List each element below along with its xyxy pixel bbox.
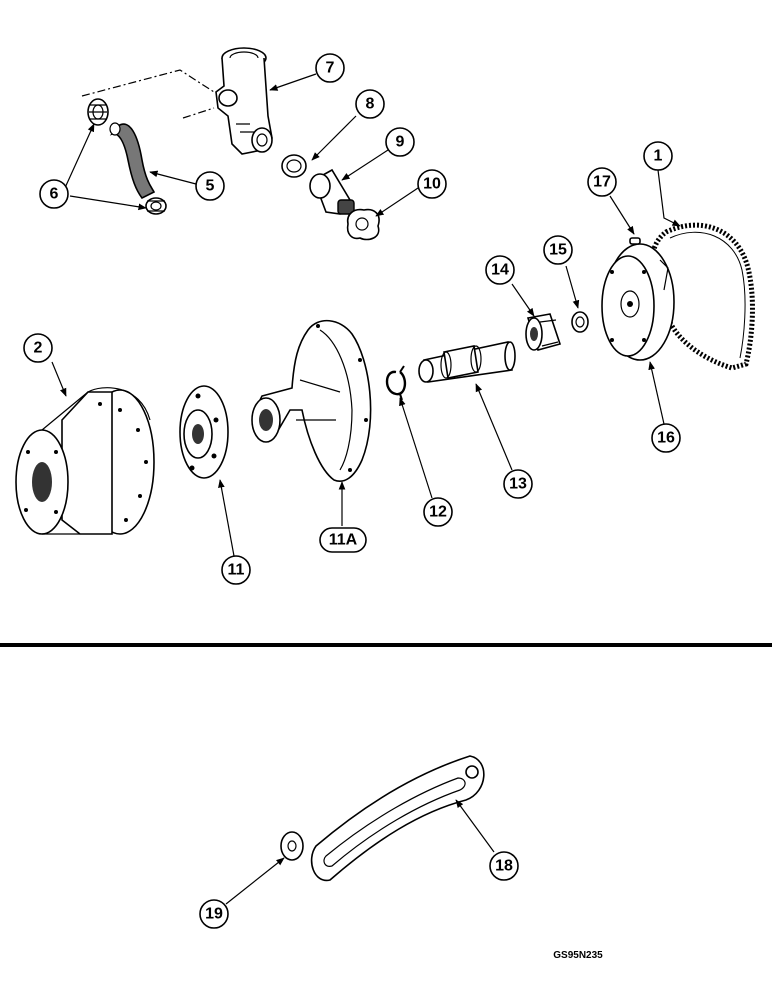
adjusting-strap bbox=[310, 755, 485, 882]
callout-14: 14 bbox=[485, 255, 515, 285]
bushing bbox=[525, 313, 562, 351]
callout-5: 5 bbox=[195, 171, 225, 201]
callout-15: 15 bbox=[543, 235, 573, 265]
svg-text:5: 5 bbox=[206, 178, 215, 195]
callout-11: 11 bbox=[221, 555, 251, 585]
callout-2: 2 bbox=[23, 333, 53, 363]
fan-pulley bbox=[15, 387, 155, 535]
callout-13: 13 bbox=[503, 469, 533, 499]
svg-text:11: 11 bbox=[228, 562, 245, 579]
callout-10: 10 bbox=[417, 169, 447, 199]
callout-8: 8 bbox=[355, 89, 385, 119]
svg-text:17: 17 bbox=[593, 174, 611, 191]
svg-text:19: 19 bbox=[205, 906, 223, 923]
leader-lines bbox=[51, 73, 681, 905]
svg-text:10: 10 bbox=[423, 176, 441, 193]
pump-hub bbox=[179, 385, 229, 479]
thermostat-gasket bbox=[346, 208, 380, 241]
thermostat bbox=[309, 168, 355, 215]
svg-text:16: 16 bbox=[657, 430, 675, 447]
callout-17: 17 bbox=[587, 167, 617, 197]
seal-ring bbox=[281, 154, 307, 178]
pump-housing bbox=[251, 319, 372, 482]
pump-shaft bbox=[418, 341, 516, 383]
svg-text:11A: 11A bbox=[329, 532, 358, 549]
callout-11a: 11A bbox=[319, 527, 367, 553]
dash-dot-line bbox=[81, 69, 215, 97]
bearing-small bbox=[571, 311, 589, 333]
callout-19: 19 bbox=[199, 899, 229, 929]
hose-clamp-lower bbox=[145, 197, 167, 215]
callout-9: 9 bbox=[385, 127, 415, 157]
svg-text:15: 15 bbox=[549, 242, 567, 259]
callout-7: 7 bbox=[315, 53, 345, 83]
svg-text:7: 7 bbox=[326, 60, 335, 77]
hose-clamp-upper bbox=[87, 98, 109, 126]
snap-ring bbox=[385, 365, 407, 401]
drawing-code: GS95N235 bbox=[553, 950, 603, 961]
svg-text:18: 18 bbox=[495, 858, 513, 875]
hose bbox=[109, 122, 156, 200]
callout-18: 18 bbox=[489, 851, 519, 881]
callout-6: 6 bbox=[39, 179, 69, 209]
svg-text:12: 12 bbox=[429, 504, 447, 521]
callout-12: 12 bbox=[423, 497, 453, 527]
outlet-housing bbox=[215, 47, 273, 155]
svg-text:14: 14 bbox=[491, 262, 509, 279]
svg-text:9: 9 bbox=[396, 134, 405, 151]
callout-16: 16 bbox=[651, 423, 681, 453]
washer bbox=[280, 831, 304, 861]
svg-text:2: 2 bbox=[34, 340, 43, 357]
svg-text:13: 13 bbox=[509, 476, 527, 493]
callout-1: 1 bbox=[643, 141, 673, 171]
svg-text:1: 1 bbox=[654, 148, 663, 165]
svg-text:6: 6 bbox=[50, 186, 59, 203]
pump-cover-plate bbox=[601, 243, 675, 361]
svg-text:8: 8 bbox=[366, 96, 375, 113]
dowel-pin bbox=[629, 237, 641, 245]
